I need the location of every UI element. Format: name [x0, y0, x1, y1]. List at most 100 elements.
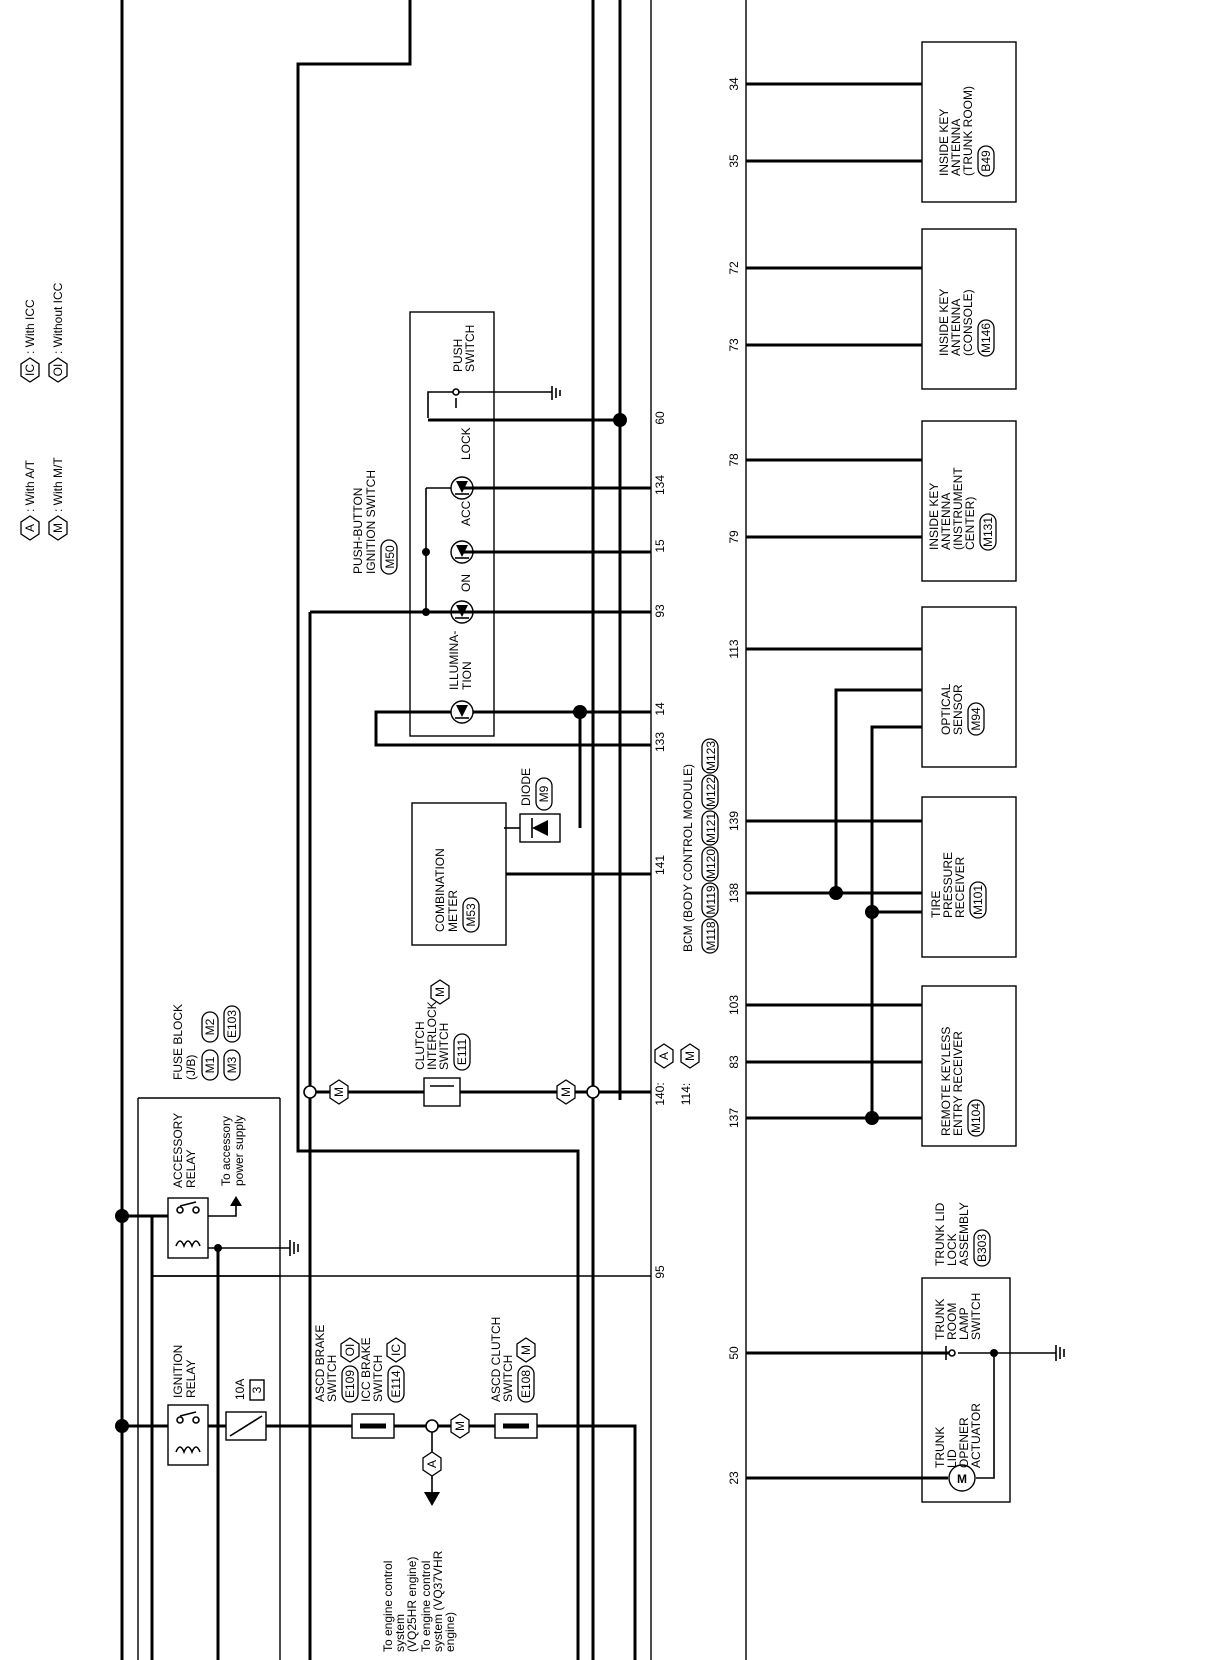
svg-text:M119: M119 [704, 885, 718, 914]
svg-text:M118: M118 [704, 921, 718, 950]
svg-text:138: 138 [727, 883, 741, 903]
legend-m-code: M [51, 523, 65, 533]
svg-text:M3: M3 [225, 1056, 239, 1073]
svg-text:FUSE BLOCK: FUSE BLOCK [171, 1004, 185, 1080]
legend-ic-text: : With ICC [23, 299, 37, 354]
svg-text:79: 79 [727, 530, 741, 544]
push-button-ignition-switch: PUSH-BUTTON IGNITION SWITCH M50 PUSHSWIT… [310, 311, 651, 737]
svg-text:INTERLOCK: INTERLOCK [425, 1001, 439, 1070]
svg-text:RELAY: RELAY [184, 1150, 198, 1188]
svg-text:M53: M53 [464, 903, 478, 927]
svg-text:M123: M123 [704, 741, 718, 771]
legend-oi-text: : Without ICC [51, 282, 65, 354]
svg-text:M120: M120 [704, 849, 718, 879]
svg-text:M94: M94 [969, 707, 983, 731]
svg-text:ANTENNA: ANTENNA [949, 299, 963, 356]
bcm-title: BCM (BODY CONTROL MODULE) [681, 764, 695, 952]
svg-text:E108: E108 [519, 1370, 533, 1398]
svg-text:ANTENNA: ANTENNA [949, 119, 963, 176]
engine-control-note: To engine control system (VQ25HR engine)… [381, 1550, 457, 1652]
svg-text:LOCK: LOCK [459, 427, 473, 460]
svg-text:103: 103 [727, 995, 741, 1015]
svg-text:M101: M101 [971, 885, 985, 915]
svg-text:TIRE: TIRE [929, 891, 943, 918]
brake-switches: M A ASCD BRAKE SWITCH E109 OI ICC BRAKE … [313, 1325, 495, 1506]
svg-text:OI: OI [343, 1344, 357, 1357]
svg-text:72: 72 [727, 261, 741, 275]
legend-a-code: A [23, 524, 37, 532]
svg-text:ASCD BRAKE: ASCD BRAKE [313, 1325, 327, 1402]
svg-text:ACTUATOR: ACTUATOR [969, 1403, 983, 1468]
svg-text:SWITCH: SWITCH [969, 1293, 983, 1340]
svg-text:M: M [559, 1087, 573, 1097]
svg-text:PUSH: PUSH [451, 339, 465, 372]
fuse-10a: 10A 3 [208, 1379, 352, 1441]
svg-text:78: 78 [727, 453, 741, 467]
svg-text:M: M [433, 987, 447, 997]
svg-text:COMBINATION: COMBINATION [433, 848, 447, 932]
svg-text:A: A [425, 1460, 439, 1468]
svg-text:137: 137 [727, 1108, 741, 1128]
illumination-lamp-icon [450, 700, 474, 724]
svg-text:93: 93 [653, 604, 667, 618]
svg-text:ICC BRAKE: ICC BRAKE [359, 1337, 373, 1402]
svg-text:LOCK: LOCK [945, 1233, 959, 1266]
svg-text:B49: B49 [979, 150, 993, 172]
legend-m-text: : With M/T [51, 457, 65, 512]
svg-text:PUSH-BUTTON: PUSH-BUTTON [351, 488, 365, 574]
svg-text:M146: M146 [979, 323, 993, 353]
legend-a-text: : With A/T [23, 459, 37, 512]
svg-text:134: 134 [653, 475, 667, 495]
svg-text:power supply: power supply [232, 1115, 246, 1186]
svg-text:10A: 10A [233, 1379, 247, 1400]
motor-icon: M [948, 1464, 976, 1492]
svg-text:RECEIVER: RECEIVER [953, 856, 967, 918]
svg-text:133: 133 [653, 732, 667, 752]
legend: A : With A/T M : With M/T IC : With ICC … [20, 282, 68, 541]
svg-text:ACC: ACC [459, 500, 473, 526]
svg-text:15: 15 [653, 539, 667, 553]
svg-text:TRUNK LID: TRUNK LID [933, 1202, 947, 1266]
svg-text:CLUTCH: CLUTCH [413, 1021, 427, 1070]
svg-text:M: M [519, 1345, 533, 1355]
svg-text:M: M [683, 1051, 697, 1061]
remote-keyless-entry-receiver: REMOTE KEYLESS ENTRY RECEIVER M104 [746, 985, 1017, 1147]
svg-text:M50: M50 [383, 545, 397, 569]
power-lines [120, 0, 637, 1660]
svg-text:TION: TION [460, 661, 474, 690]
svg-text:CENTER): CENTER) [963, 497, 977, 550]
bcm-left-pins: 60 134 15 93 14 133 141 140: 114: 95 A M [653, 411, 700, 1279]
bcm-right-pins: 34 35 72 73 78 79 113 139 138 103 83 137… [727, 77, 741, 1485]
svg-text:ACCESSORY: ACCESSORY [171, 1113, 185, 1188]
svg-text:ENTRY RECEIVER: ENTRY RECEIVER [951, 1031, 965, 1136]
svg-text:E109: E109 [343, 1370, 357, 1398]
svg-text:141: 141 [653, 855, 667, 875]
svg-text:SWITCH: SWITCH [325, 1355, 339, 1402]
svg-text:113: 113 [727, 639, 741, 658]
svg-text:engine): engine) [443, 1612, 457, 1652]
svg-text:ROOM: ROOM [945, 1303, 959, 1340]
svg-text:ASCD CLUTCH: ASCD CLUTCH [489, 1317, 503, 1402]
svg-text:139: 139 [727, 811, 741, 831]
svg-text:LAMP: LAMP [957, 1307, 971, 1340]
trunk-lid-lock-assembly: TRUNK LID LOCK ASSEMBLY B303 TRUNK ROOM … [746, 1202, 1065, 1503]
svg-text:SWITCH: SWITCH [501, 1355, 515, 1402]
svg-text:To engine control: To engine control [419, 1561, 433, 1652]
svg-text:M131: M131 [981, 517, 995, 547]
svg-text:ASSEMBLY: ASSEMBLY [957, 1202, 971, 1266]
svg-text:3: 3 [250, 1386, 264, 1393]
fuse-block: FUSE BLOCK (J/B) M1 M2 M3 E103 [137, 1004, 281, 1660]
svg-text:INSIDE KEY: INSIDE KEY [937, 289, 951, 356]
svg-text:114:: 114: [679, 1083, 693, 1105]
svg-text:PRESSURE: PRESSURE [941, 852, 955, 918]
svg-text:M: M [453, 1421, 467, 1431]
svg-text:60: 60 [653, 411, 667, 425]
bcm-module: BCM (BODY CONTROL MODULE) M118 M119 M120… [650, 0, 747, 1660]
inside-key-antenna-console: INSIDE KEY ANTENNA (CONSOLE) M146 [746, 228, 1017, 390]
svg-text:E111: E111 [455, 1039, 469, 1066]
diode: DIODE M9 [504, 768, 561, 843]
svg-text:14: 14 [653, 702, 667, 716]
svg-text:INSIDE KEY: INSIDE KEY [927, 483, 941, 550]
svg-text:system: system [393, 1614, 407, 1652]
